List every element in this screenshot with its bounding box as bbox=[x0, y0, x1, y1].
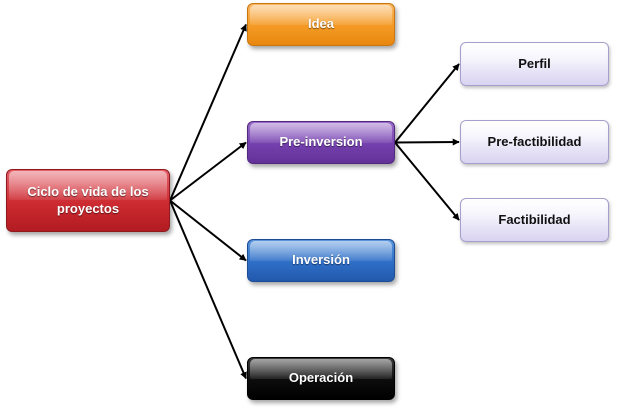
substage-node-pre-factibilidad: Pre-factibilidad bbox=[460, 120, 609, 164]
arrow-pre-to-prefact bbox=[394, 138, 460, 146]
arrow-root-to-inversion bbox=[169, 199, 247, 262]
stage-node-label: Operación bbox=[288, 370, 354, 386]
arrow-pre-to-fact bbox=[394, 141, 460, 221]
stage-node-label: Pre-inversion bbox=[279, 134, 363, 150]
stage-node-pre-inversion: Pre-inversion bbox=[247, 121, 395, 164]
substage-node-factibilidad: Factibilidad bbox=[460, 198, 609, 242]
arrow-pre-to-perfil bbox=[394, 63, 460, 144]
substage-node-label: Perfil bbox=[518, 55, 551, 71]
root-node-ciclo-de-vida: Ciclo de vida de los proyectos bbox=[6, 169, 170, 232]
stage-node-operacion: Operación bbox=[247, 357, 395, 400]
substage-node-perfil: Perfil bbox=[460, 42, 609, 86]
stage-node-label: Inversión bbox=[292, 252, 350, 268]
substage-node-label: Pre-factibilidad bbox=[487, 133, 582, 149]
arrow-root-to-operacion bbox=[169, 200, 247, 380]
substage-node-label: Factibilidad bbox=[498, 211, 571, 227]
stage-node-inversion: Inversión bbox=[247, 239, 395, 282]
root-node-label: Ciclo de vida de los proyectos bbox=[27, 183, 149, 216]
arrow-root-to-pre bbox=[169, 141, 247, 202]
stage-node-label: Idea bbox=[307, 16, 334, 32]
stage-node-idea: Idea bbox=[247, 3, 395, 46]
arrow-root-to-idea bbox=[169, 23, 247, 201]
